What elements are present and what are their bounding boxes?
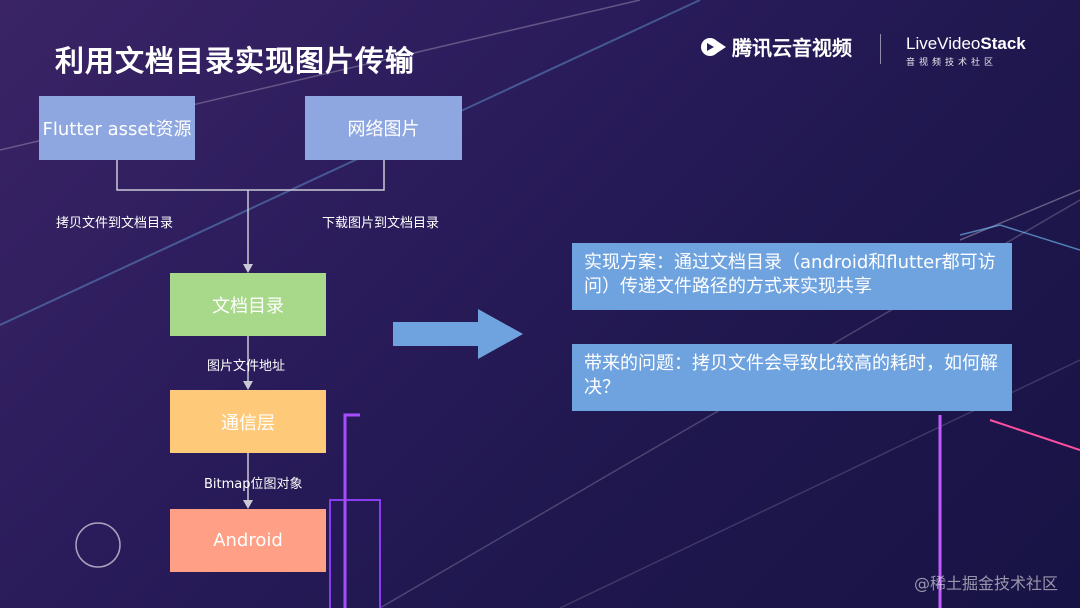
copy-to-docdir-label: 拷贝文件到文档目录 [56,216,174,231]
connector-top-merge [116,160,385,191]
lvs-name-prefix: LiveVideo [906,34,981,53]
tencent-brand-name: 腾讯云音视频 [732,36,852,60]
deco-line [0,0,701,326]
arrowhead [243,264,253,273]
docdir-box: 文档目录 [170,273,326,336]
arrowhead [243,500,253,509]
livevideostack-subtitle: 音视频技术社区 [906,58,998,68]
android-box: Android [170,509,326,572]
big-right-arrow-icon [393,309,523,359]
deco-neon [959,224,1080,251]
arrowhead [243,381,253,390]
deco-neon [329,499,381,608]
bitmap-label: Bitmap位图对象 [204,477,303,492]
flutter-asset-box: Flutter asset资源 [39,96,195,160]
download-to-docdir-label: 下载图片到文档目录 [322,216,440,231]
deco-line [959,189,1080,241]
network-image-box: 网络图片 [305,96,462,160]
image-path-label: 图片文件地址 [207,359,286,374]
problem-note: 带来的问题：拷贝文件会导致比较高的耗时，如何解决？ [572,344,1012,411]
livevideostack-brand: LiveVideoStack 音视频技术社区 [906,34,1026,68]
solution-note: 实现方案：通过文档目录（android和flutter都可访问）传递文件路径的方… [572,243,1012,310]
comm-layer-box: 通信层 [170,390,326,453]
brand-divider [880,34,881,64]
tencent-video-logo-icon [701,37,726,56]
tencent-brand: 腾讯云音视频 [700,32,852,61]
deco-neon [989,419,1080,451]
deco-circle [75,522,121,568]
lvs-name-bold: Stack [980,34,1026,53]
watermark: @稀土掘金技术社区 [913,574,1058,593]
deco-neon [343,413,360,608]
livevideostack-name: LiveVideoStack [906,34,1026,54]
slide-title: 利用文档目录实现图片传输 [55,44,416,78]
